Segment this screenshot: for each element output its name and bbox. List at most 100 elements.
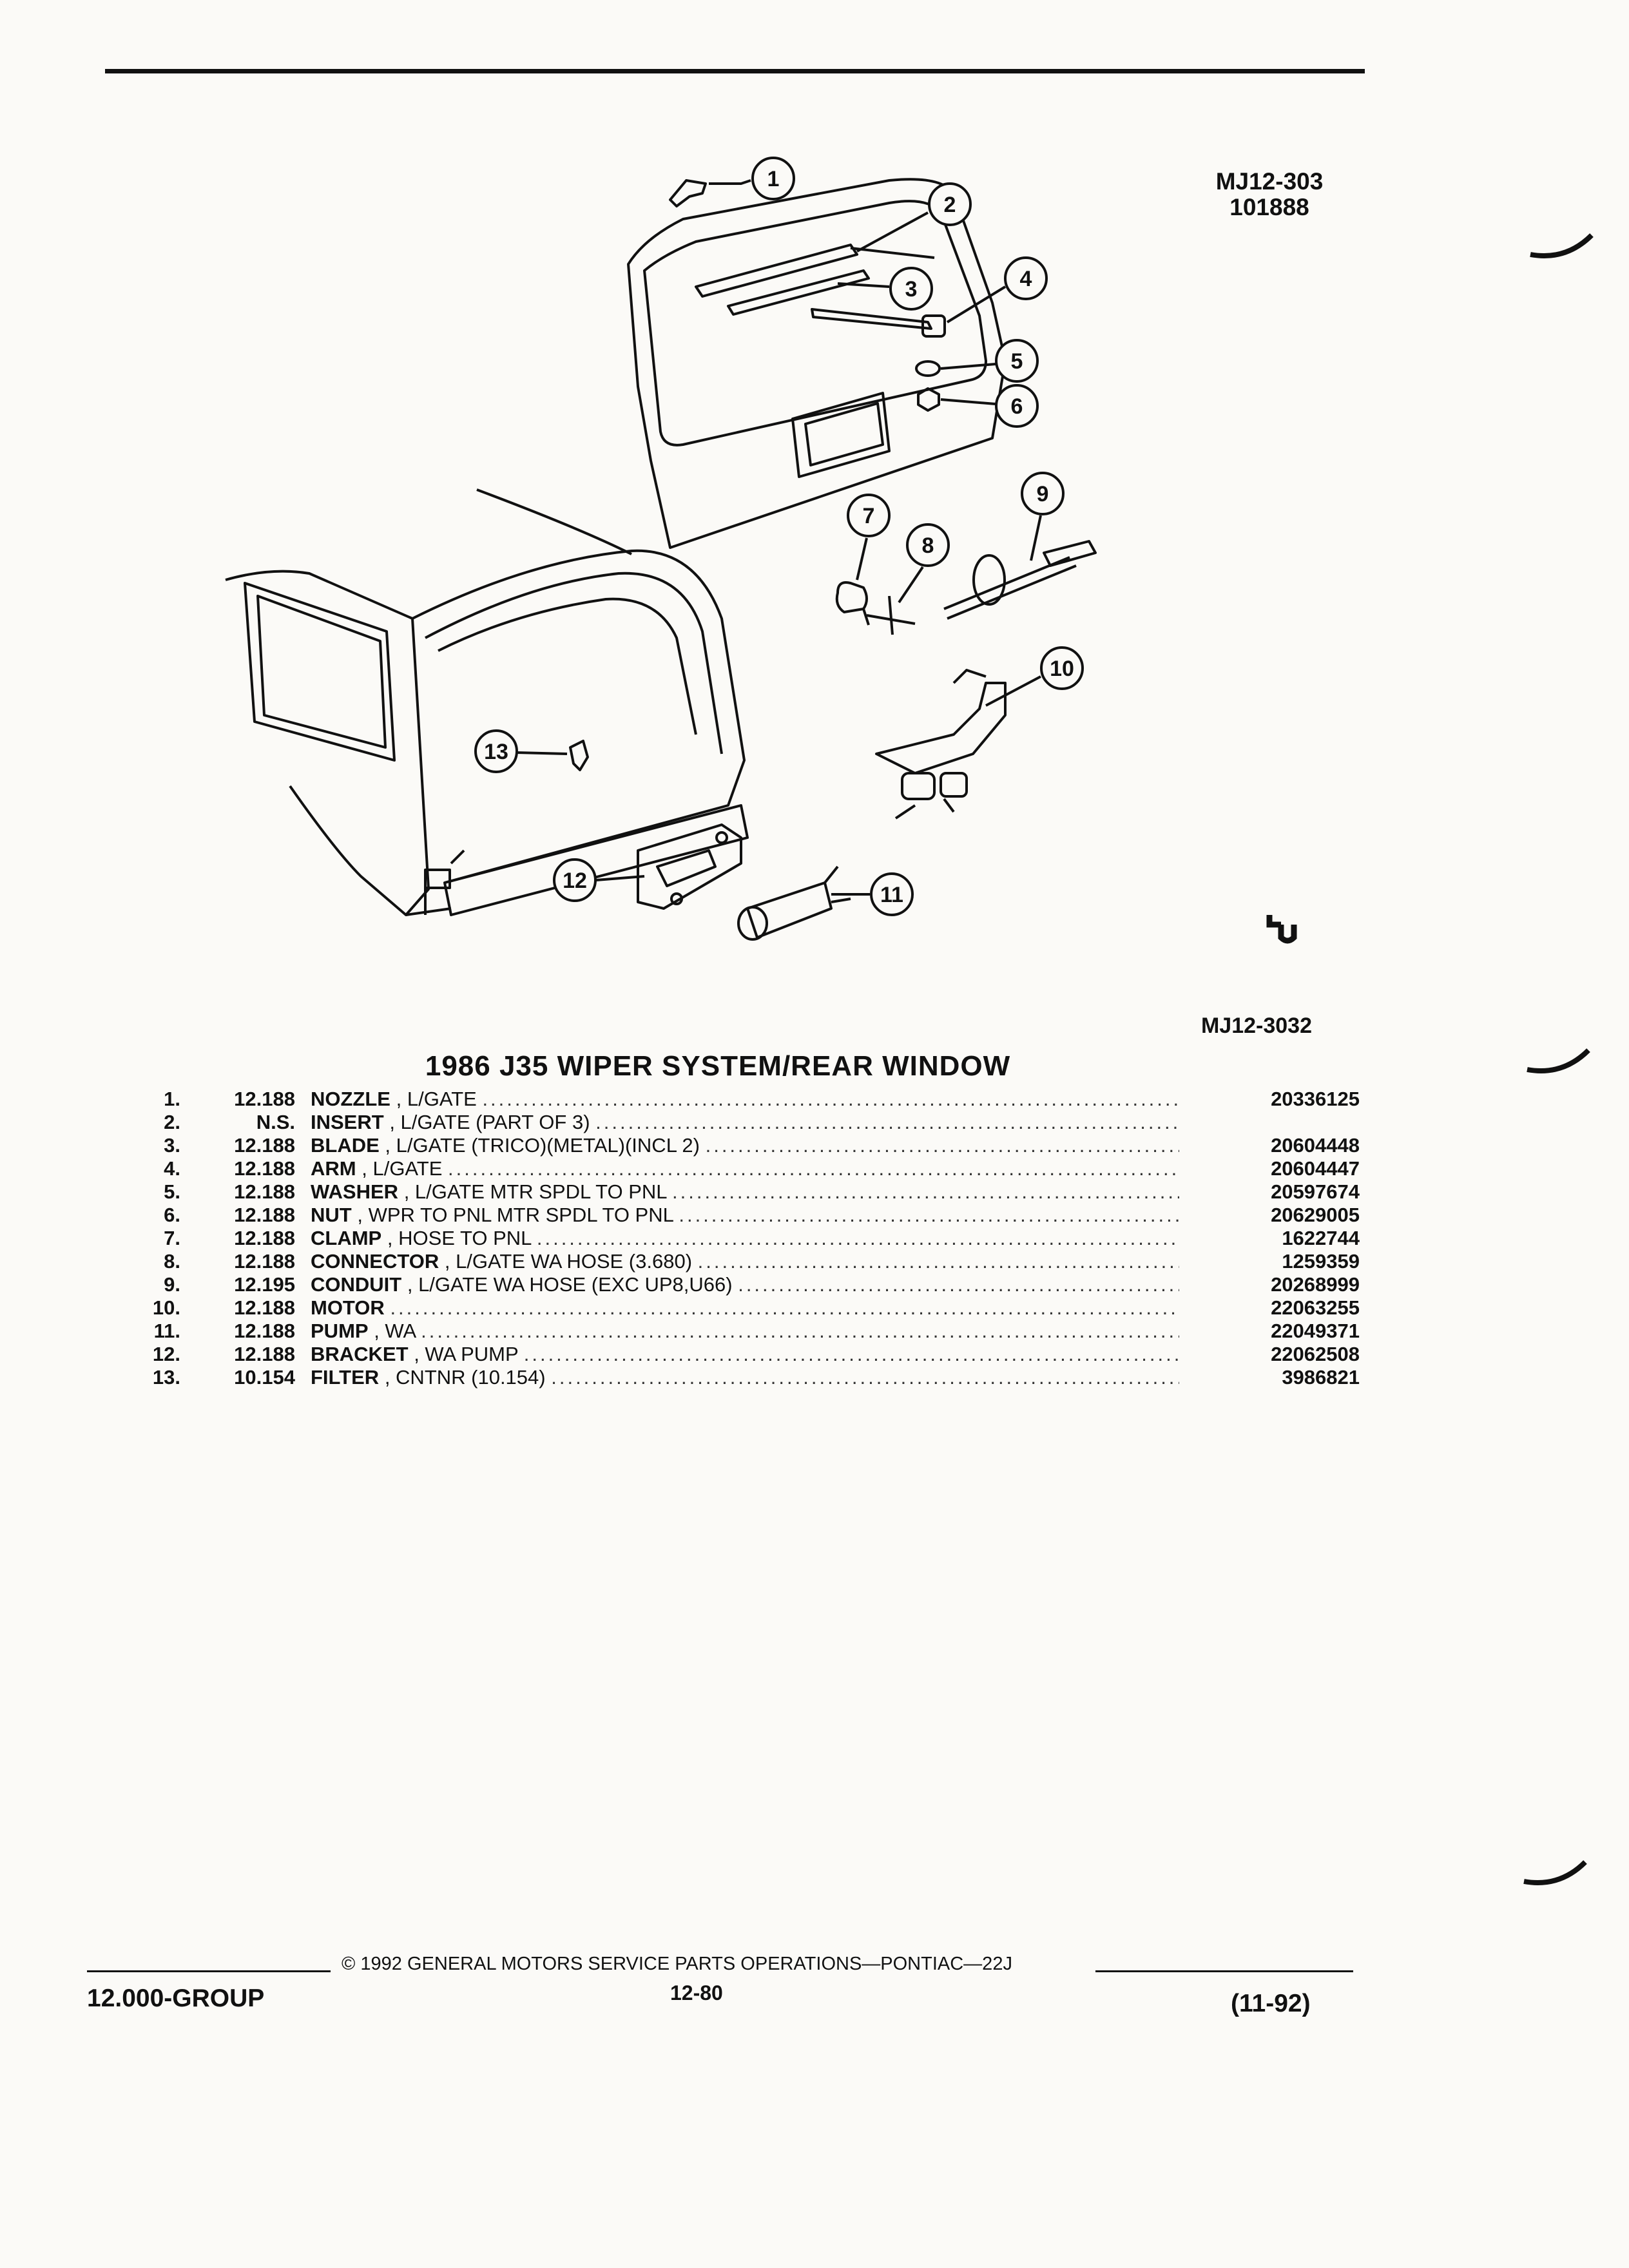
part-number: 13.	[152, 1366, 180, 1389]
part-detail: , L/GATE (TRICO)(METAL)(INCL 2)	[385, 1134, 700, 1157]
part-catalog-number: 20629005	[1271, 1204, 1360, 1226]
footer-group: 12.000-GROUP	[87, 1984, 265, 2012]
part-description: NOZZLE , L/GATE ........................…	[311, 1088, 1179, 1111]
footer-date: (11-92)	[1231, 1990, 1311, 2017]
wiper-blade-part-3	[695, 244, 935, 316]
callout-8: 8	[898, 523, 950, 604]
callout-13: 13	[474, 729, 568, 773]
bracket-part-12	[637, 823, 742, 910]
callout-5-label: 5	[1011, 349, 1023, 374]
part-catalog-number: 20604448	[1271, 1134, 1360, 1157]
callout-2-label: 2	[944, 193, 956, 217]
part-description: CLAMP , HOSE TO PNL ....................…	[311, 1227, 1179, 1250]
figure-ref-line2: 101888	[1229, 194, 1309, 220]
part-detail: , L/GATE WA HOSE (3.680)	[444, 1250, 693, 1273]
part-name: CLAMP	[311, 1227, 382, 1249]
part-group: 12.188	[234, 1157, 295, 1180]
part-number: 12.	[152, 1343, 180, 1365]
part-description: CONNECTOR , L/GATE WA HOSE (3.680) .....…	[311, 1250, 1179, 1273]
conduit-part-9	[943, 540, 1097, 620]
top-rule	[105, 69, 1365, 73]
part-description: FILTER , CNTNR (10.154) ................…	[311, 1366, 1179, 1389]
leader-dots: ........................................…	[448, 1157, 1179, 1180]
part-name: INSERT	[311, 1111, 384, 1133]
callout-8-label: 8	[922, 533, 934, 558]
callout-9-label: 9	[1037, 482, 1049, 506]
callout-3-label: 3	[905, 277, 918, 302]
leader-dots: ........................................…	[551, 1366, 1179, 1389]
part-name: BLADE	[311, 1134, 380, 1157]
part-description: WASHER , L/GATE MTR SPDL TO PNL ........…	[311, 1180, 1179, 1204]
part-group: 12.188	[234, 1320, 295, 1342]
part-number: 7.	[164, 1227, 180, 1249]
part-group: 12.188	[234, 1250, 295, 1273]
exploded-parts-diagram: 1 2 3 4 5 6 7 8 9 10 11 12 13	[225, 157, 1097, 941]
part-name: WASHER	[311, 1180, 399, 1203]
part-description: ARM , L/GATE ...........................…	[311, 1157, 1179, 1180]
callout-11: 11	[831, 872, 914, 916]
part-catalog-number: 22049371	[1271, 1320, 1360, 1342]
callout-12: 12	[553, 858, 645, 902]
part-detail: , CNTNR (10.154)	[384, 1366, 546, 1389]
callout-1-label: 1	[767, 167, 780, 191]
part-number: 9.	[164, 1273, 180, 1296]
nut-part-6	[917, 387, 940, 412]
filter-part-13	[569, 740, 589, 771]
parts-list: 1. 12.188 NOZZLE , L/GATE ................…	[142, 1088, 1360, 1389]
part-description: NUT , WPR TO PNL MTR SPDL TO PNL .......…	[311, 1204, 1179, 1227]
leader-dots: ........................................…	[679, 1204, 1179, 1226]
callout-7: 7	[847, 494, 891, 581]
part-detail: , HOSE TO PNL	[387, 1227, 532, 1249]
part-name: NUT	[311, 1204, 352, 1226]
part-name: MOTOR	[311, 1296, 385, 1319]
liftgate-panel	[627, 178, 1007, 549]
footer-copyright: © 1992 GENERAL MOTORS SERVICE PARTS OPER…	[342, 1954, 1012, 1974]
footer-page-number: 12-80	[670, 1981, 723, 2004]
part-detail: , L/GATE MTR SPDL TO PNL	[403, 1180, 667, 1203]
part-group: 12.188	[234, 1204, 295, 1226]
part-detail: , L/GATE WA HOSE (EXC UP8,U66)	[407, 1273, 733, 1296]
part-row: 6. 12.188 NUT , WPR TO PNL MTR SPDL TO PNL…	[142, 1204, 1360, 1227]
part-catalog-number: 3986821	[1282, 1366, 1360, 1389]
callout-6-label: 6	[1011, 394, 1023, 419]
figure-ref-top: MJ12-303 101888	[1192, 169, 1347, 220]
figure-ref-line1: MJ12-303	[1215, 168, 1324, 195]
leader-dots: ........................................…	[595, 1111, 1179, 1133]
part-number: 8.	[164, 1250, 180, 1273]
part-description: MOTOR ..................................…	[311, 1296, 1179, 1320]
part-group: 12.188	[234, 1296, 295, 1319]
leader-dots: ........................................…	[705, 1134, 1179, 1157]
callout-10: 10	[985, 646, 1084, 707]
part-detail: , WPR TO PNL MTR SPDL TO PNL	[357, 1204, 673, 1226]
callout-4-label: 4	[1020, 267, 1032, 291]
leader-dots: ........................................…	[672, 1180, 1179, 1203]
part-catalog-number: 20604447	[1271, 1157, 1360, 1180]
leader-dots: ........................................…	[390, 1296, 1179, 1319]
part-name: PUMP	[311, 1320, 369, 1342]
part-number: 10.	[152, 1296, 180, 1319]
callout-11-label: 11	[880, 883, 903, 907]
part-name: ARM	[311, 1157, 356, 1180]
figure-ref-bottom: MJ12-3032	[1200, 1014, 1312, 1038]
part-group: 12.188	[234, 1343, 295, 1365]
callout-5: 5	[940, 339, 1039, 383]
nozzle-part-1	[669, 179, 707, 207]
part-group: N.S.	[256, 1111, 295, 1133]
leader-dots: ........................................…	[523, 1343, 1179, 1365]
part-detail: , L/GATE (PART OF 3)	[389, 1111, 590, 1133]
part-number: 6.	[164, 1204, 180, 1226]
leader-dots: ........................................…	[536, 1227, 1179, 1249]
part-number: 1.	[164, 1088, 180, 1110]
part-row: 10. 12.188 MOTOR .........................…	[142, 1296, 1360, 1320]
part-catalog-number: 20597674	[1271, 1180, 1360, 1203]
callout-7-label: 7	[863, 504, 875, 528]
margin-mark-1	[1530, 233, 1594, 258]
part-catalog-number: 1622744	[1282, 1227, 1360, 1249]
